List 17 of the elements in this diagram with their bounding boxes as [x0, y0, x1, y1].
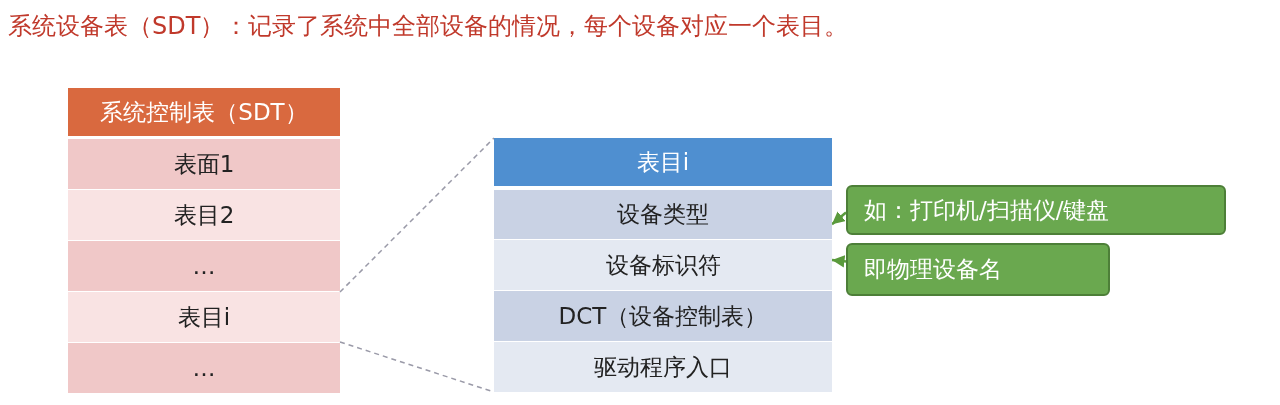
table-row: 表目i: [68, 292, 340, 342]
connector-line: [339, 137, 495, 293]
table-header: 系统控制表（SDT）: [68, 88, 340, 136]
table-row: 设备标识符: [494, 240, 832, 290]
table-row: 驱动程序入口: [494, 342, 832, 392]
callout-bubble: 如：打印机/扫描仪/键盘: [846, 185, 1226, 235]
table-row: …: [68, 343, 340, 393]
table-row: 表面1: [68, 139, 340, 189]
callout-bubble: 即物理设备名: [846, 243, 1110, 296]
table-row: DCT（设备控制表）: [494, 291, 832, 341]
table-row: 表目2: [68, 190, 340, 240]
title-text: 系统设备表（SDT）：记录了系统中全部设备的情况，每个设备对应一个表目。: [8, 11, 849, 42]
table-row: …: [68, 241, 340, 291]
arrow: [831, 255, 847, 268]
table-row: 设备类型: [494, 190, 832, 239]
table-header: 表目i: [494, 138, 832, 186]
arrow: [831, 211, 847, 226]
